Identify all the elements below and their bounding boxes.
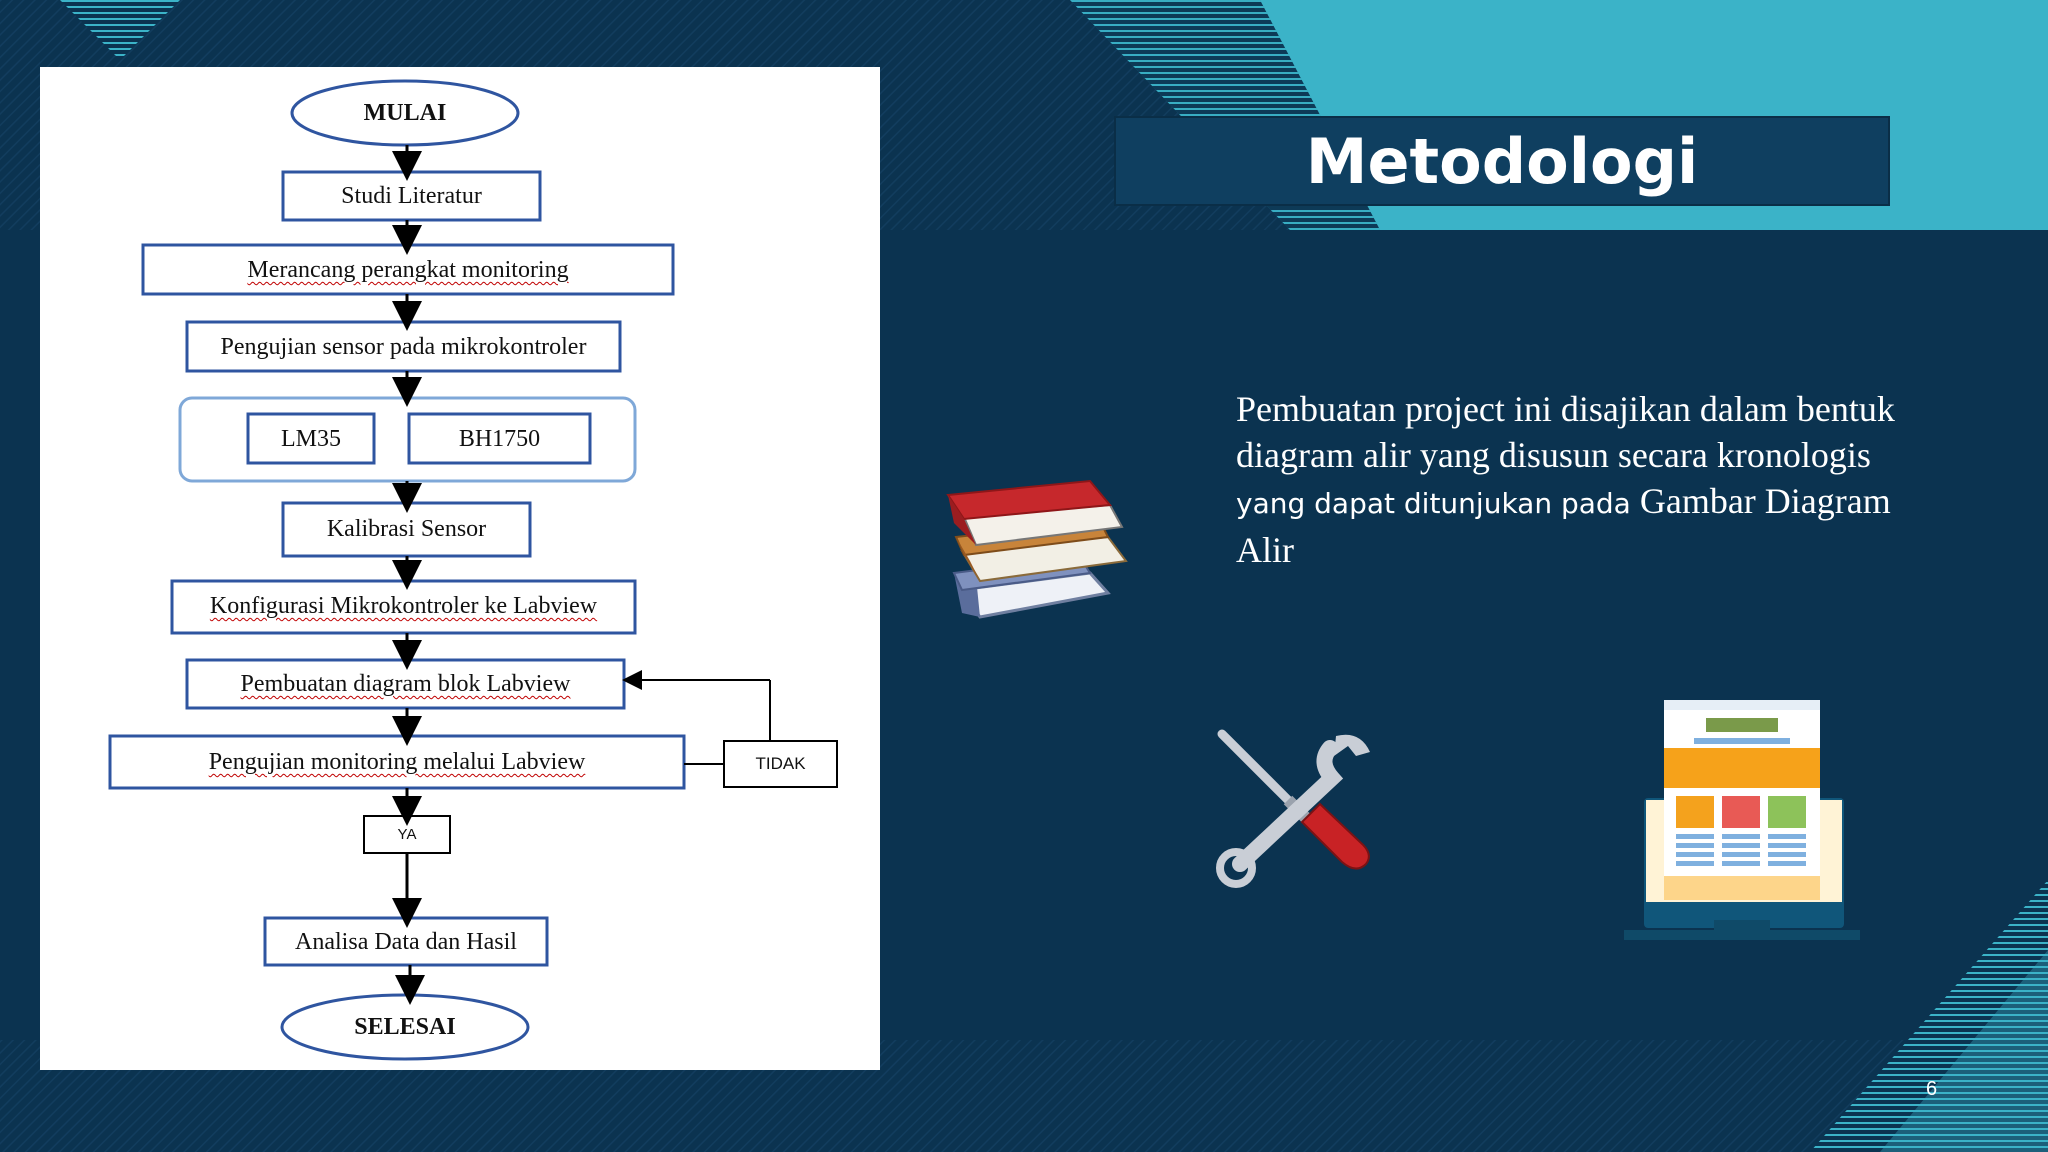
monitor-webpage-icon <box>1624 700 1860 940</box>
description-part-2: yang dapat ditunjukan pada <box>1236 487 1631 520</box>
pengujian-sensor-label: Pengujian sensor pada mikrokontroler <box>220 334 587 360</box>
start-node <box>290 79 520 147</box>
description: Pembuatan project ini disajikan dalam be… <box>1236 386 1916 573</box>
description-part-3: Gambar Diagram Alir <box>1236 481 1891 570</box>
konfigurasi-label: Konfigurasi Mikrokontroler ke Labview <box>209 593 598 619</box>
flow-arrows <box>392 145 425 1005</box>
feedback-loop <box>622 670 771 765</box>
start-label: MULAI <box>363 100 447 126</box>
lm35-label: LM35 <box>281 426 341 452</box>
title-box: Metodologi <box>1114 116 1890 206</box>
ya-label: YA <box>397 826 417 843</box>
bh1750-box <box>407 412 592 465</box>
merancang-label: Merancang perangkat monitoring <box>247 257 569 283</box>
kalibrasi-label: Kalibrasi Sensor <box>326 516 487 542</box>
flowchart-panel <box>40 67 880 1070</box>
lm35-box <box>246 412 376 465</box>
books-icon <box>946 479 1128 619</box>
konfigurasi-box <box>170 579 637 635</box>
bh1750-label: BH1750 <box>458 426 541 452</box>
tidak-box <box>723 740 838 788</box>
end-label: SELESAI <box>354 1014 456 1040</box>
pembuatan-label: Pembuatan diagram blok Labview <box>240 671 571 697</box>
analisa-label: Analisa Data dan Hasil <box>295 929 517 955</box>
pengujian-monitoring-label: Pengujian monitoring melalui Labview <box>208 749 586 775</box>
slide-title: Metodologi <box>1305 124 1699 198</box>
page-number: 6 <box>1926 1078 1938 1100</box>
tidak-label: TIDAK <box>755 754 806 773</box>
description-part-1: Pembuatan project ini disajikan dalam be… <box>1236 389 1895 475</box>
studi-label: Studi Literatur <box>341 183 482 209</box>
tools-icon <box>1216 729 1370 888</box>
